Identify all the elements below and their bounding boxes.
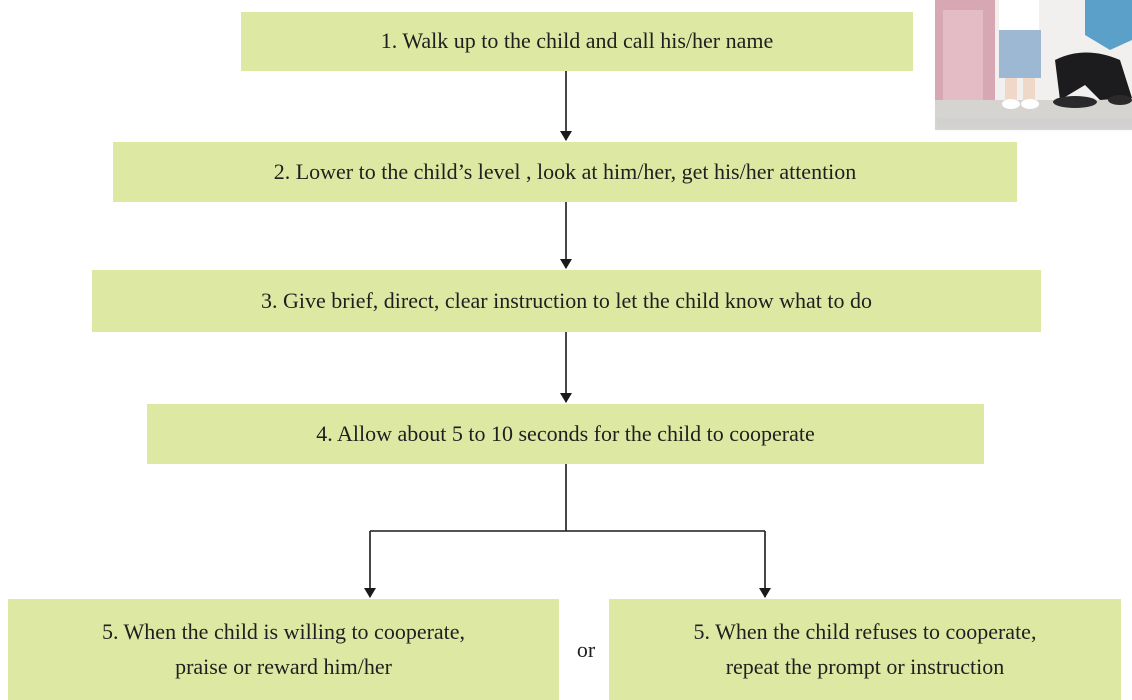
step-5b-line1: 5. When the child refuses to cooperate, — [693, 619, 1037, 645]
step-1-text: 1. Walk up to the child and call his/her… — [380, 28, 774, 54]
step-4-box: 4. Allow about 5 to 10 seconds for the c… — [147, 404, 984, 464]
step-4-text: 4. Allow about 5 to 10 seconds for the c… — [316, 420, 815, 446]
step-5-refuse-box: 5. When the child refuses to cooperate, … — [609, 599, 1121, 700]
step-2-box: 2. Lower to the child’s level , look at … — [113, 142, 1017, 202]
step-3-text: 3. Give brief, direct, clear instruction… — [261, 287, 872, 313]
step-5b-line2: repeat the prompt or instruction — [725, 653, 1005, 679]
step-5a-line2: praise or reward him/her — [175, 653, 392, 679]
photo-illustration — [935, 0, 1132, 130]
step-3-box: 3. Give brief, direct, clear instruction… — [92, 270, 1041, 332]
photo-adult-with-child — [935, 0, 1132, 130]
step-2-text: 2. Lower to the child’s level , look at … — [273, 158, 857, 184]
step-1-box: 1. Walk up to the child and call his/her… — [241, 12, 913, 71]
step-5a-line1: 5. When the child is willing to cooperat… — [101, 619, 466, 645]
step-5-cooperate-box: 5. When the child is willing to cooperat… — [8, 599, 559, 700]
or-label: or — [576, 637, 596, 662]
photo-shadow — [937, 118, 1132, 132]
